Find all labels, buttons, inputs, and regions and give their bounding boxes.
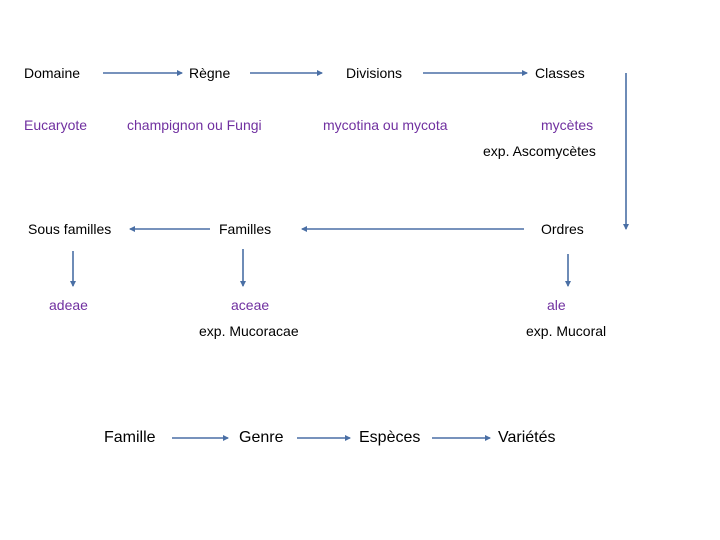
label-familles: Familles (219, 221, 272, 237)
label-domaine: Domaine (24, 65, 81, 81)
label-varietes: Variétés (498, 429, 556, 446)
label-ordres: Ordres (541, 221, 584, 237)
label-famille: Famille (104, 429, 156, 446)
value-eucaryote: Eucaryote (24, 117, 88, 133)
value-classe: mycètes (541, 117, 594, 133)
label-sous-familles: Sous familles (28, 221, 112, 237)
example-classe: exp. Ascomycètes (483, 143, 596, 159)
label-genre: Genre (239, 429, 284, 446)
suffix-ordres: ale (547, 297, 566, 313)
label-especes: Espèces (359, 429, 421, 446)
suffix-sous-familles: adeae (49, 297, 88, 313)
label-regne: Règne (189, 65, 231, 81)
example-ordres: exp. Mucoral (526, 323, 607, 339)
value-division: mycotina ou mycota (323, 117, 448, 133)
label-divisions: Divisions (346, 65, 403, 81)
example-familles: exp. Mucoracae (199, 323, 299, 339)
label-classes: Classes (535, 65, 585, 81)
value-regne: champignon ou Fungi (127, 117, 262, 133)
suffix-familles: aceae (231, 297, 270, 313)
